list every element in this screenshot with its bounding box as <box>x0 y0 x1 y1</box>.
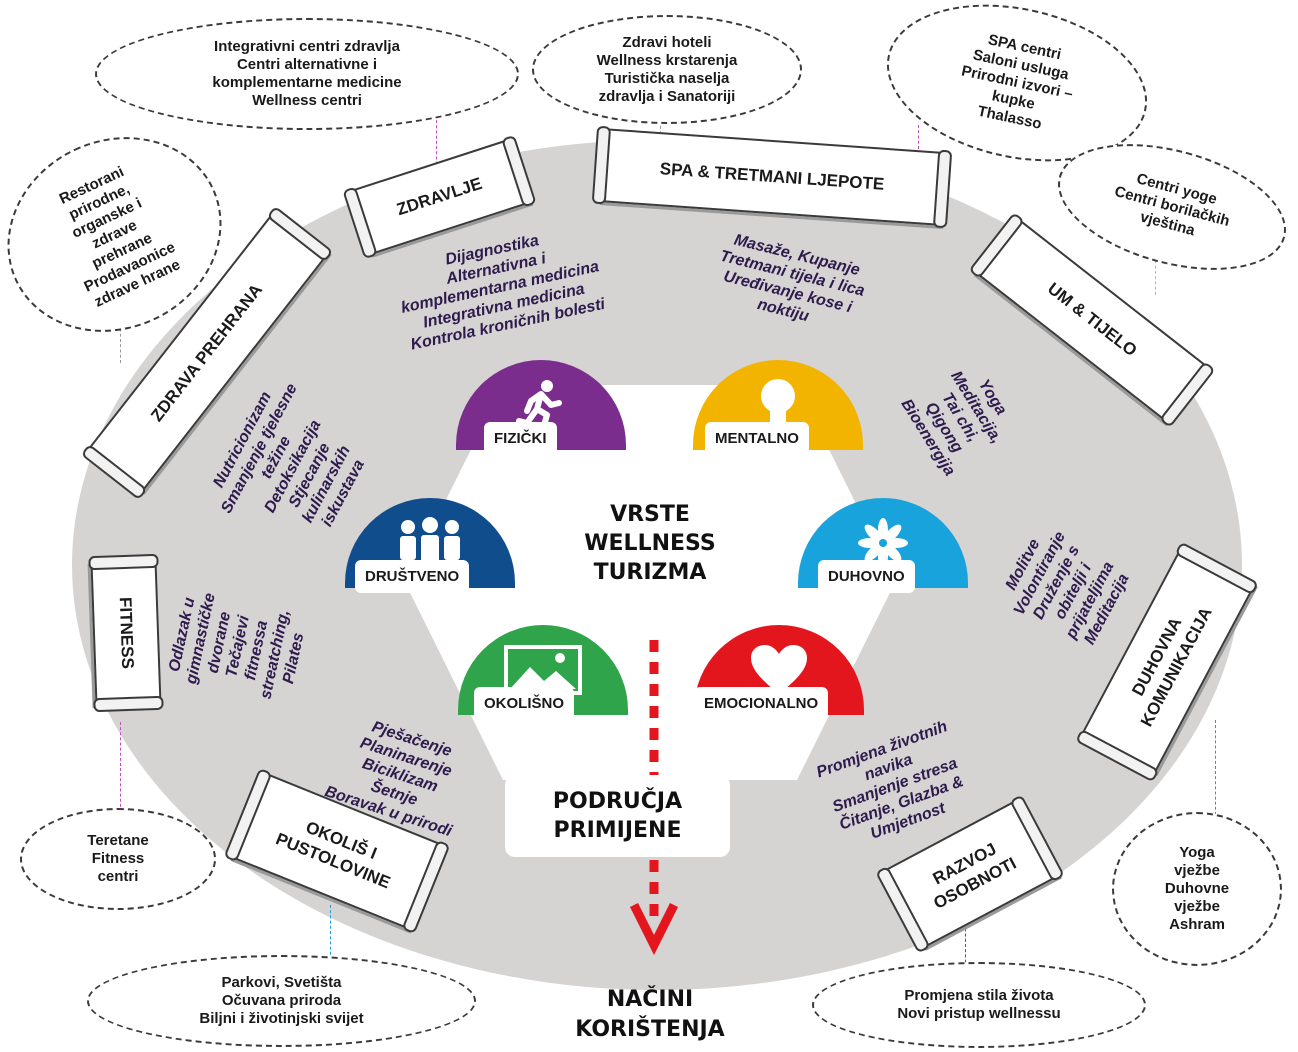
bubble-lifestyle-change: Promjena stila života Novi pristup welln… <box>812 962 1146 1048</box>
center-title: VRSTE WELLNESS TURIZMA <box>584 502 716 585</box>
category-label: OKOLIŠNO <box>474 687 575 720</box>
category-mentalno: MENTALNO <box>693 360 863 480</box>
bubble-yoga-exercises: Yoga vježbe Duhovne vježbe Ashram <box>1112 812 1282 966</box>
connector-line <box>1155 255 1156 295</box>
category-label: EMOCIONALNO <box>694 687 829 720</box>
bubble-health-centers: Integrativni centri zdravlja Centri alte… <box>95 18 519 130</box>
connector-line <box>918 125 919 170</box>
category-emocionalno: EMOCIONALNO <box>694 625 864 745</box>
connector-line <box>120 722 121 812</box>
category-fizicki: FIZIČKI <box>456 360 626 480</box>
usage-methods-label: NAČINI KORIŠTENJA <box>575 987 725 1042</box>
bubble-parks: Parkovi, Svetišta Očuvana priroda Biljni… <box>87 955 476 1047</box>
scroll-label: FITNESS <box>115 596 138 670</box>
category-duhovno: DUHOVNO <box>798 498 968 618</box>
scroll-label: SPA & TRETMANI LJEPOTE <box>659 159 885 194</box>
category-okolisno: OKOLIŠNO <box>458 625 628 745</box>
connector-line <box>330 905 331 960</box>
category-label: DRUŠTVENO <box>355 560 470 593</box>
category-label: DUHOVNO <box>818 560 915 593</box>
connector-line <box>1215 720 1216 820</box>
scroll-fitness: FITNESS <box>90 559 162 707</box>
connector-line <box>120 318 121 363</box>
category-drustveno: DRUŠTVENO <box>345 498 515 618</box>
bubble-healthy-hotels: Zdravi hoteli Wellness krstarenja Turist… <box>532 15 802 124</box>
application-areas-label: PODRUČJA PRIMIJENE <box>505 775 730 857</box>
connector-line <box>965 918 966 973</box>
connector-line <box>660 115 661 145</box>
connector-line <box>436 115 437 175</box>
scroll-label: ZDRAVLJE <box>394 173 485 220</box>
category-label: FIZIČKI <box>484 422 557 455</box>
category-label: MENTALNO <box>705 422 809 455</box>
bubble-gyms: Teretane Fitness centri <box>20 808 216 910</box>
